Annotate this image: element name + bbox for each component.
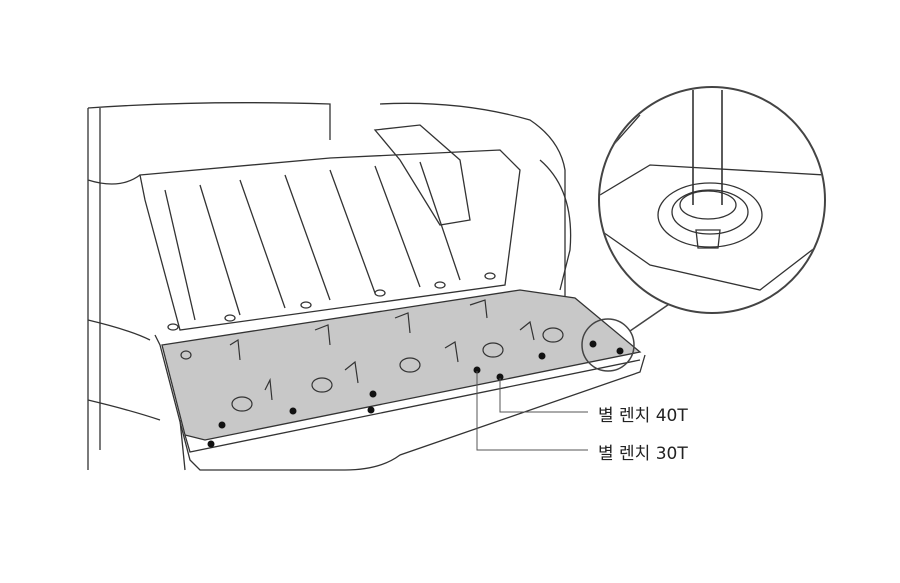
bolts — [207, 340, 624, 448]
detail-callout — [581, 86, 826, 372]
truck-body — [87, 102, 646, 471]
leader-40t — [499, 378, 588, 413]
leader-30t — [476, 371, 588, 451]
floor-plate — [161, 289, 642, 453]
label-star-wrench-40t: 별 렌치 40T — [598, 406, 688, 426]
label-star-wrench-30t: 별 렌치 30T — [598, 444, 688, 464]
